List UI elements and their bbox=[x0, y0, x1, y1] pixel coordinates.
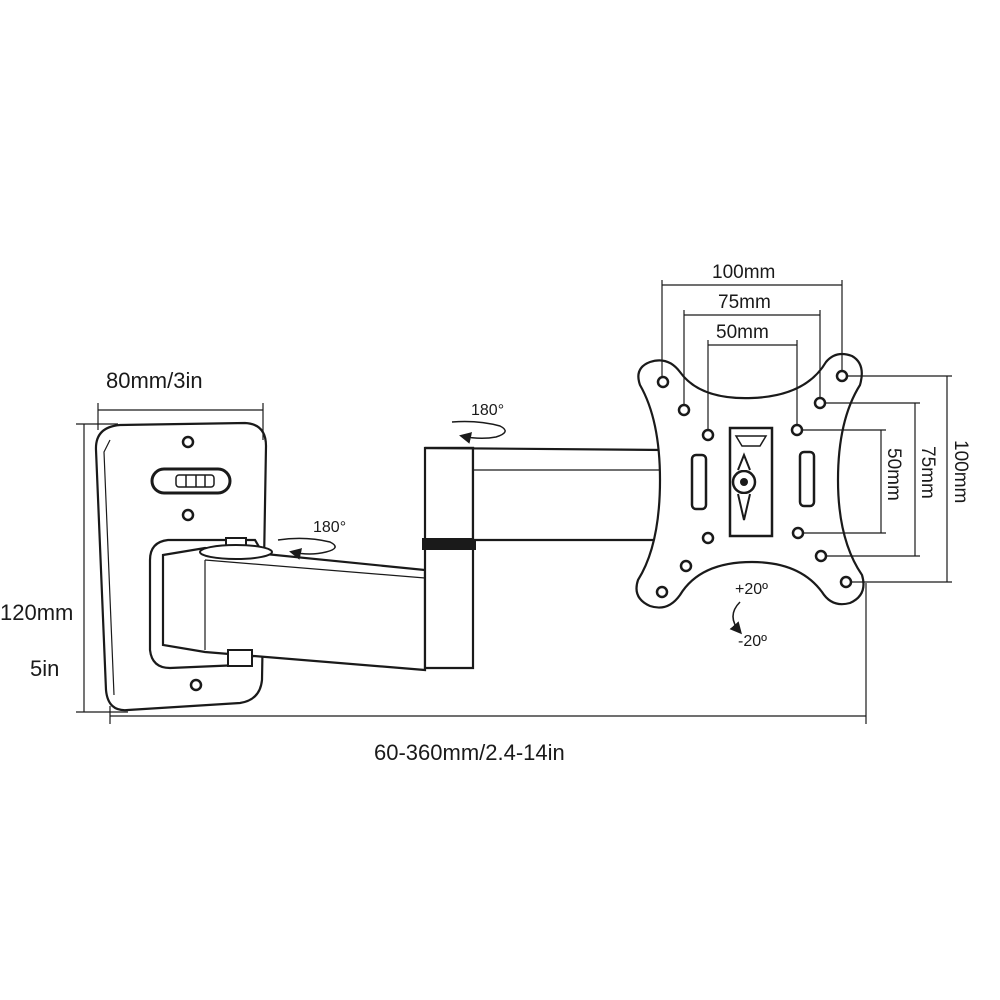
tilt-down-label: -20º bbox=[738, 633, 767, 650]
swivel-mid-arrow bbox=[277, 537, 336, 560]
plate-slot bbox=[150, 467, 232, 495]
plate-height-mm-label: 120mm bbox=[0, 600, 73, 625]
swivel-top-arrow bbox=[451, 420, 506, 444]
plate-width-label: 80mm/3in bbox=[106, 368, 203, 393]
dimension-lines bbox=[76, 280, 952, 724]
vesa-v-100-label: 100mm bbox=[950, 440, 971, 503]
labels: 80mm/3in 120mm 5in 60-360mm/2.4-14in 100… bbox=[0, 262, 971, 765]
vesa-hole-100-tr bbox=[835, 369, 849, 383]
vesa-h-50-label: 50mm bbox=[716, 322, 769, 343]
extension-label: 60-360mm/2.4-14in bbox=[374, 740, 565, 765]
tilt-arrow bbox=[729, 601, 742, 635]
vesa-plate bbox=[635, 352, 865, 609]
first-arm bbox=[161, 537, 427, 672]
plate-hole-mid bbox=[181, 508, 195, 522]
vesa-hole-100-bl bbox=[655, 585, 669, 599]
vesa-hole-50-tr bbox=[790, 423, 804, 437]
tilt-up-label: +20º bbox=[735, 581, 768, 598]
vesa-hole-75-tr bbox=[813, 396, 827, 410]
swivel-top-label: 180° bbox=[471, 402, 504, 419]
vesa-v-75-label: 75mm bbox=[917, 446, 938, 499]
vesa-hole-100-br bbox=[839, 575, 853, 589]
plate-height-in-label: 5in bbox=[30, 656, 59, 681]
vesa-v-50-label: 50mm bbox=[883, 448, 904, 501]
plate-hole-top bbox=[181, 435, 195, 449]
vesa-hole-75-bl bbox=[679, 559, 693, 573]
vesa-hole-50-bl bbox=[701, 531, 715, 545]
plate-hole-bottom bbox=[189, 678, 203, 692]
vesa-h-75-label: 75mm bbox=[718, 292, 771, 313]
vesa-hole-75-br bbox=[814, 549, 828, 563]
vesa-h-100-label: 100mm bbox=[712, 262, 775, 283]
swivel-mid-label: 180° bbox=[313, 519, 346, 536]
vesa-hole-50-tl bbox=[701, 428, 715, 442]
rotation-arrows bbox=[277, 420, 742, 635]
vesa-hole-50-br bbox=[791, 526, 805, 540]
vesa-hole-75-tl bbox=[677, 403, 691, 417]
second-arm bbox=[422, 446, 682, 670]
vesa-hole-100-tl bbox=[656, 375, 670, 389]
